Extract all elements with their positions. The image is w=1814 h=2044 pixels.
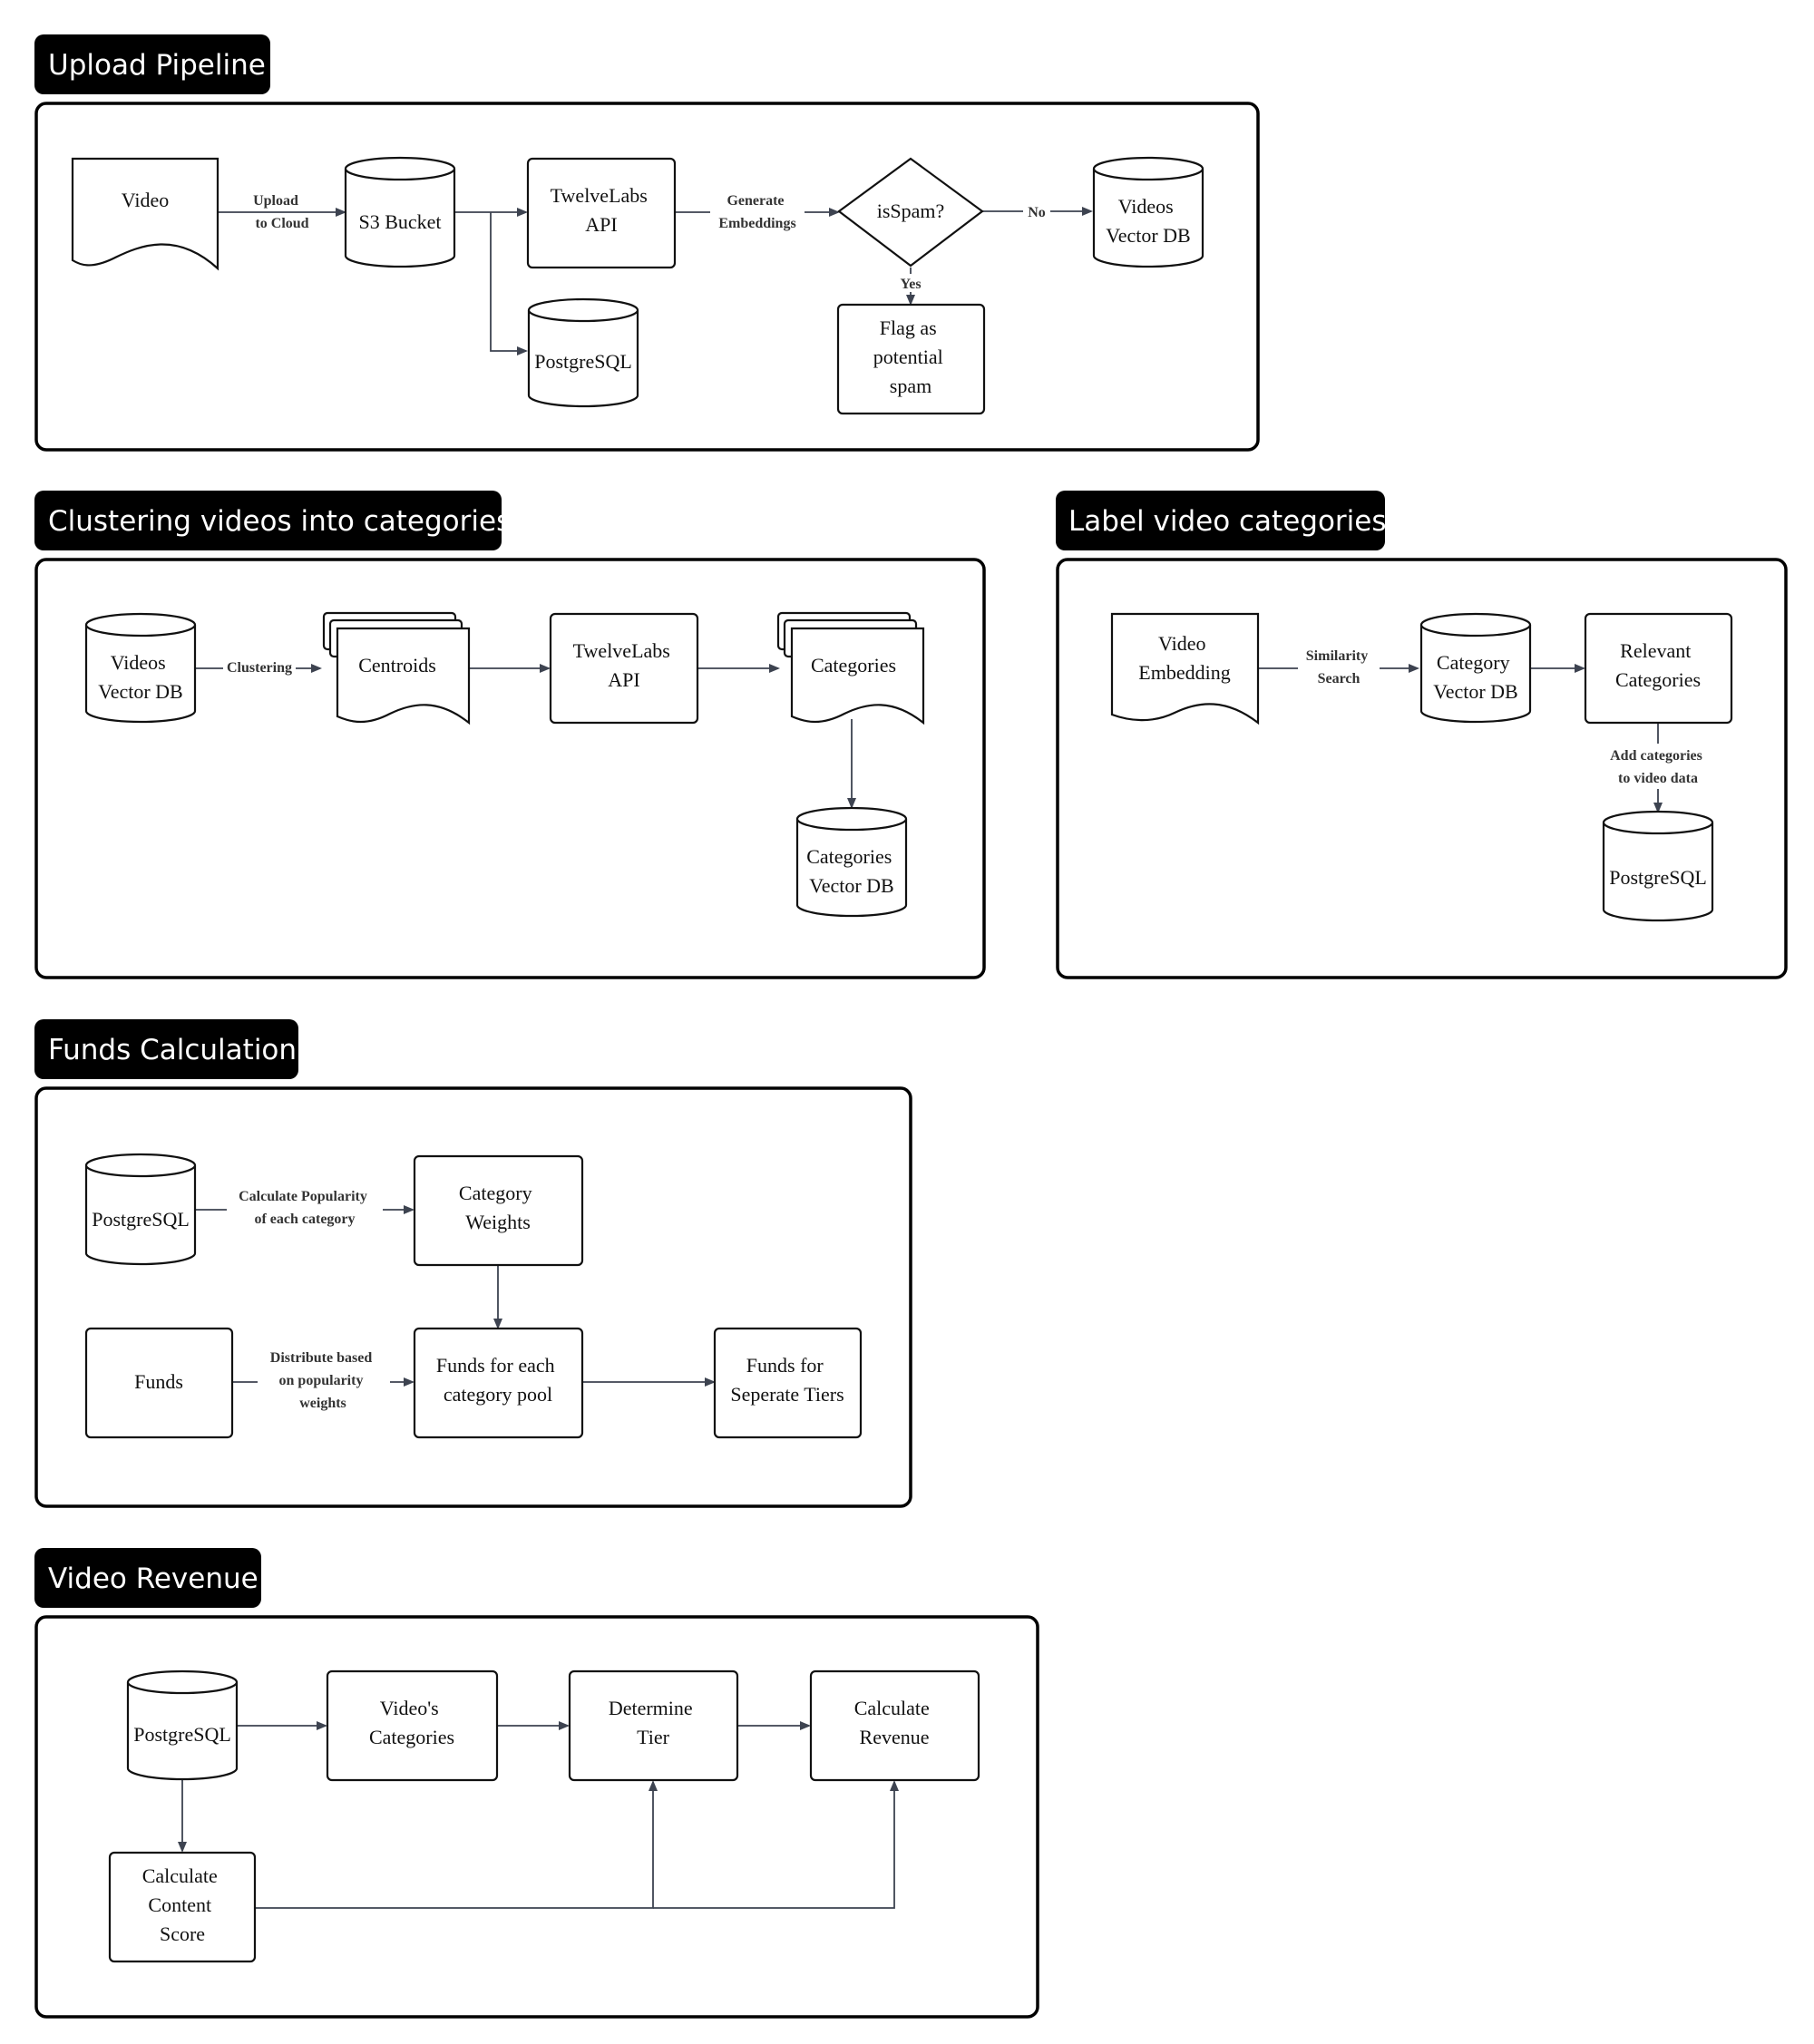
svg-text:Categories: Categories	[811, 654, 896, 676]
node-funds-separate-tiers: Funds for Seperate Tiers	[713, 1327, 863, 1439]
section-title-revenue: Video Revenue	[34, 1548, 261, 1608]
node-video-embedding: Video Embedding	[1110, 612, 1260, 725]
svg-text:Relevant Categories: Relevant Categories	[1615, 639, 1701, 691]
svg-text:Centroids: Centroids	[358, 654, 436, 676]
svg-text:Funds: Funds	[134, 1370, 183, 1393]
node-videos-vector-db-upload: Videos Vector DB	[1092, 156, 1204, 268]
svg-text:Videos Vector DB: Videos Vector DB	[98, 651, 182, 703]
svg-text:Video: Video	[122, 189, 169, 211]
edge-label-no: No	[1028, 205, 1046, 220]
svg-text:TwelveLabs API: TwelveLabs API	[573, 639, 676, 691]
label-title: Label video categories	[1068, 505, 1387, 538]
node-postgresql-funds: PostgreSQL	[84, 1153, 197, 1266]
edge-label-yes: Yes	[900, 277, 921, 292]
node-isspam-decision: isSpam?	[837, 157, 984, 268]
svg-text:Calculate Revenue: Calculate Revenue	[854, 1697, 935, 1748]
section-video-revenue: Video Revenue PostgreSQL Video's Categor…	[34, 1548, 1039, 2019]
node-calculate-revenue: Calculate Revenue	[809, 1669, 980, 1782]
upload-title: Upload Pipeline	[48, 49, 266, 82]
svg-text:PostgreSQL: PostgreSQL	[92, 1208, 190, 1231]
node-relevant-categories: Relevant Categories	[1584, 612, 1733, 725]
node-postgresql-label: PostgreSQL	[1602, 810, 1714, 922]
section-title-upload: Upload Pipeline	[34, 34, 270, 94]
svg-text:PostgreSQL: PostgreSQL	[534, 350, 632, 373]
section-funds-calculation: Funds Calculation Calculate Popularity o…	[34, 1019, 912, 1508]
edge-label-upload-to-cloud: Upload to Cloud	[253, 193, 309, 231]
node-categories-vector-db: Categories Vector DB	[795, 806, 908, 918]
svg-text:Categories Vector DB: Categories Vector DB	[806, 845, 897, 897]
svg-text:Category Weights: Category Weights	[459, 1182, 537, 1233]
svg-text:Calculate Content: Calculate Content Score	[142, 1864, 223, 1945]
node-postgresql-revenue: PostgreSQL	[126, 1669, 239, 1781]
node-videos-vector-db-clustering: Videos Vector DB	[84, 612, 197, 724]
node-postgresql-upload: PostgreSQL	[527, 297, 639, 408]
svg-text:PostgreSQL: PostgreSQL	[1609, 866, 1707, 889]
node-determine-tier: Determine Tier	[568, 1669, 739, 1782]
svg-text:Video's Categories: Video's Categories	[369, 1697, 454, 1748]
edge-s3-to-postgres	[490, 212, 528, 355]
svg-text:Videos Vector DB: Videos Vector DB	[1106, 195, 1190, 247]
funds-frame	[34, 1086, 912, 1508]
svg-text:S3 Bucket: S3 Bucket	[358, 210, 441, 233]
node-video-categories: Video's Categories	[326, 1669, 499, 1782]
node-categories-stack: Categories	[776, 611, 925, 725]
section-title-clustering: Clustering videos into categories	[34, 491, 511, 550]
edge-label-calculate-popularity: Calculate Popularity of each category	[239, 1189, 371, 1227]
edge-label-generate-embeddings: Generate Embeddings	[718, 193, 795, 231]
svg-text:isSpam?: isSpam?	[877, 200, 945, 222]
clustering-title: Clustering videos into categories	[48, 505, 511, 538]
svg-text:Video Embedding: Video Embedding	[1138, 632, 1230, 684]
section-title-funds: Funds Calculation	[34, 1019, 298, 1079]
node-flag-spam: Flag as potential spam	[836, 303, 986, 415]
section-upload-pipeline: Upload Pipeline Upload to Cloud Generate…	[34, 34, 1260, 452]
section-clustering: Clustering videos into categories Cluste…	[34, 491, 986, 979]
upload-frame	[34, 102, 1260, 452]
node-funds: Funds	[84, 1327, 234, 1439]
revenue-frame	[34, 1615, 1039, 2019]
edge-score-to-revenue	[653, 1780, 899, 1909]
node-category-weights: Category Weights	[413, 1154, 584, 1267]
node-twelvelabs-api-clustering: TwelveLabs API	[549, 612, 699, 725]
node-category-vector-db: Category Vector DB	[1419, 612, 1532, 724]
node-s3-bucket: S3 Bucket	[344, 156, 456, 268]
revenue-title: Video Revenue	[48, 1562, 258, 1595]
node-twelvelabs-api-upload: TwelveLabs API	[526, 157, 677, 269]
funds-title: Funds Calculation	[48, 1034, 297, 1066]
edge-label-distribute: Distribute based on popularity weights	[270, 1350, 375, 1411]
svg-text:TwelveLabs API: TwelveLabs API	[551, 184, 653, 236]
svg-text:Determine Tier: Determine Tier	[609, 1697, 697, 1748]
edge-label-clustering: Clustering	[227, 660, 292, 676]
svg-text:Funds for each categor: Funds for each category pool	[436, 1354, 560, 1406]
svg-text:Category Vector DB: Category Vector DB	[1433, 651, 1517, 703]
svg-text:Flag as potential: Flag as potential spam	[873, 316, 948, 397]
edge-label-add-categories: Add categories to video data	[1610, 748, 1706, 786]
edge-label-similarity-search: Similarity Search	[1306, 648, 1371, 686]
svg-text:PostgreSQL: PostgreSQL	[133, 1723, 231, 1746]
node-funds-category-pool: Funds for each category pool	[413, 1327, 584, 1439]
node-centroids: Centroids	[322, 611, 471, 725]
node-calculate-content-score: Calculate Content Score	[108, 1851, 257, 1963]
section-label-categories: Label video categories Similarity Search…	[1056, 491, 1788, 979]
svg-text:Funds for Seperate Tie: Funds for Seperate Tiers	[730, 1354, 844, 1406]
section-title-label: Label video categories	[1056, 491, 1387, 550]
node-video-document: Video	[71, 157, 219, 271]
